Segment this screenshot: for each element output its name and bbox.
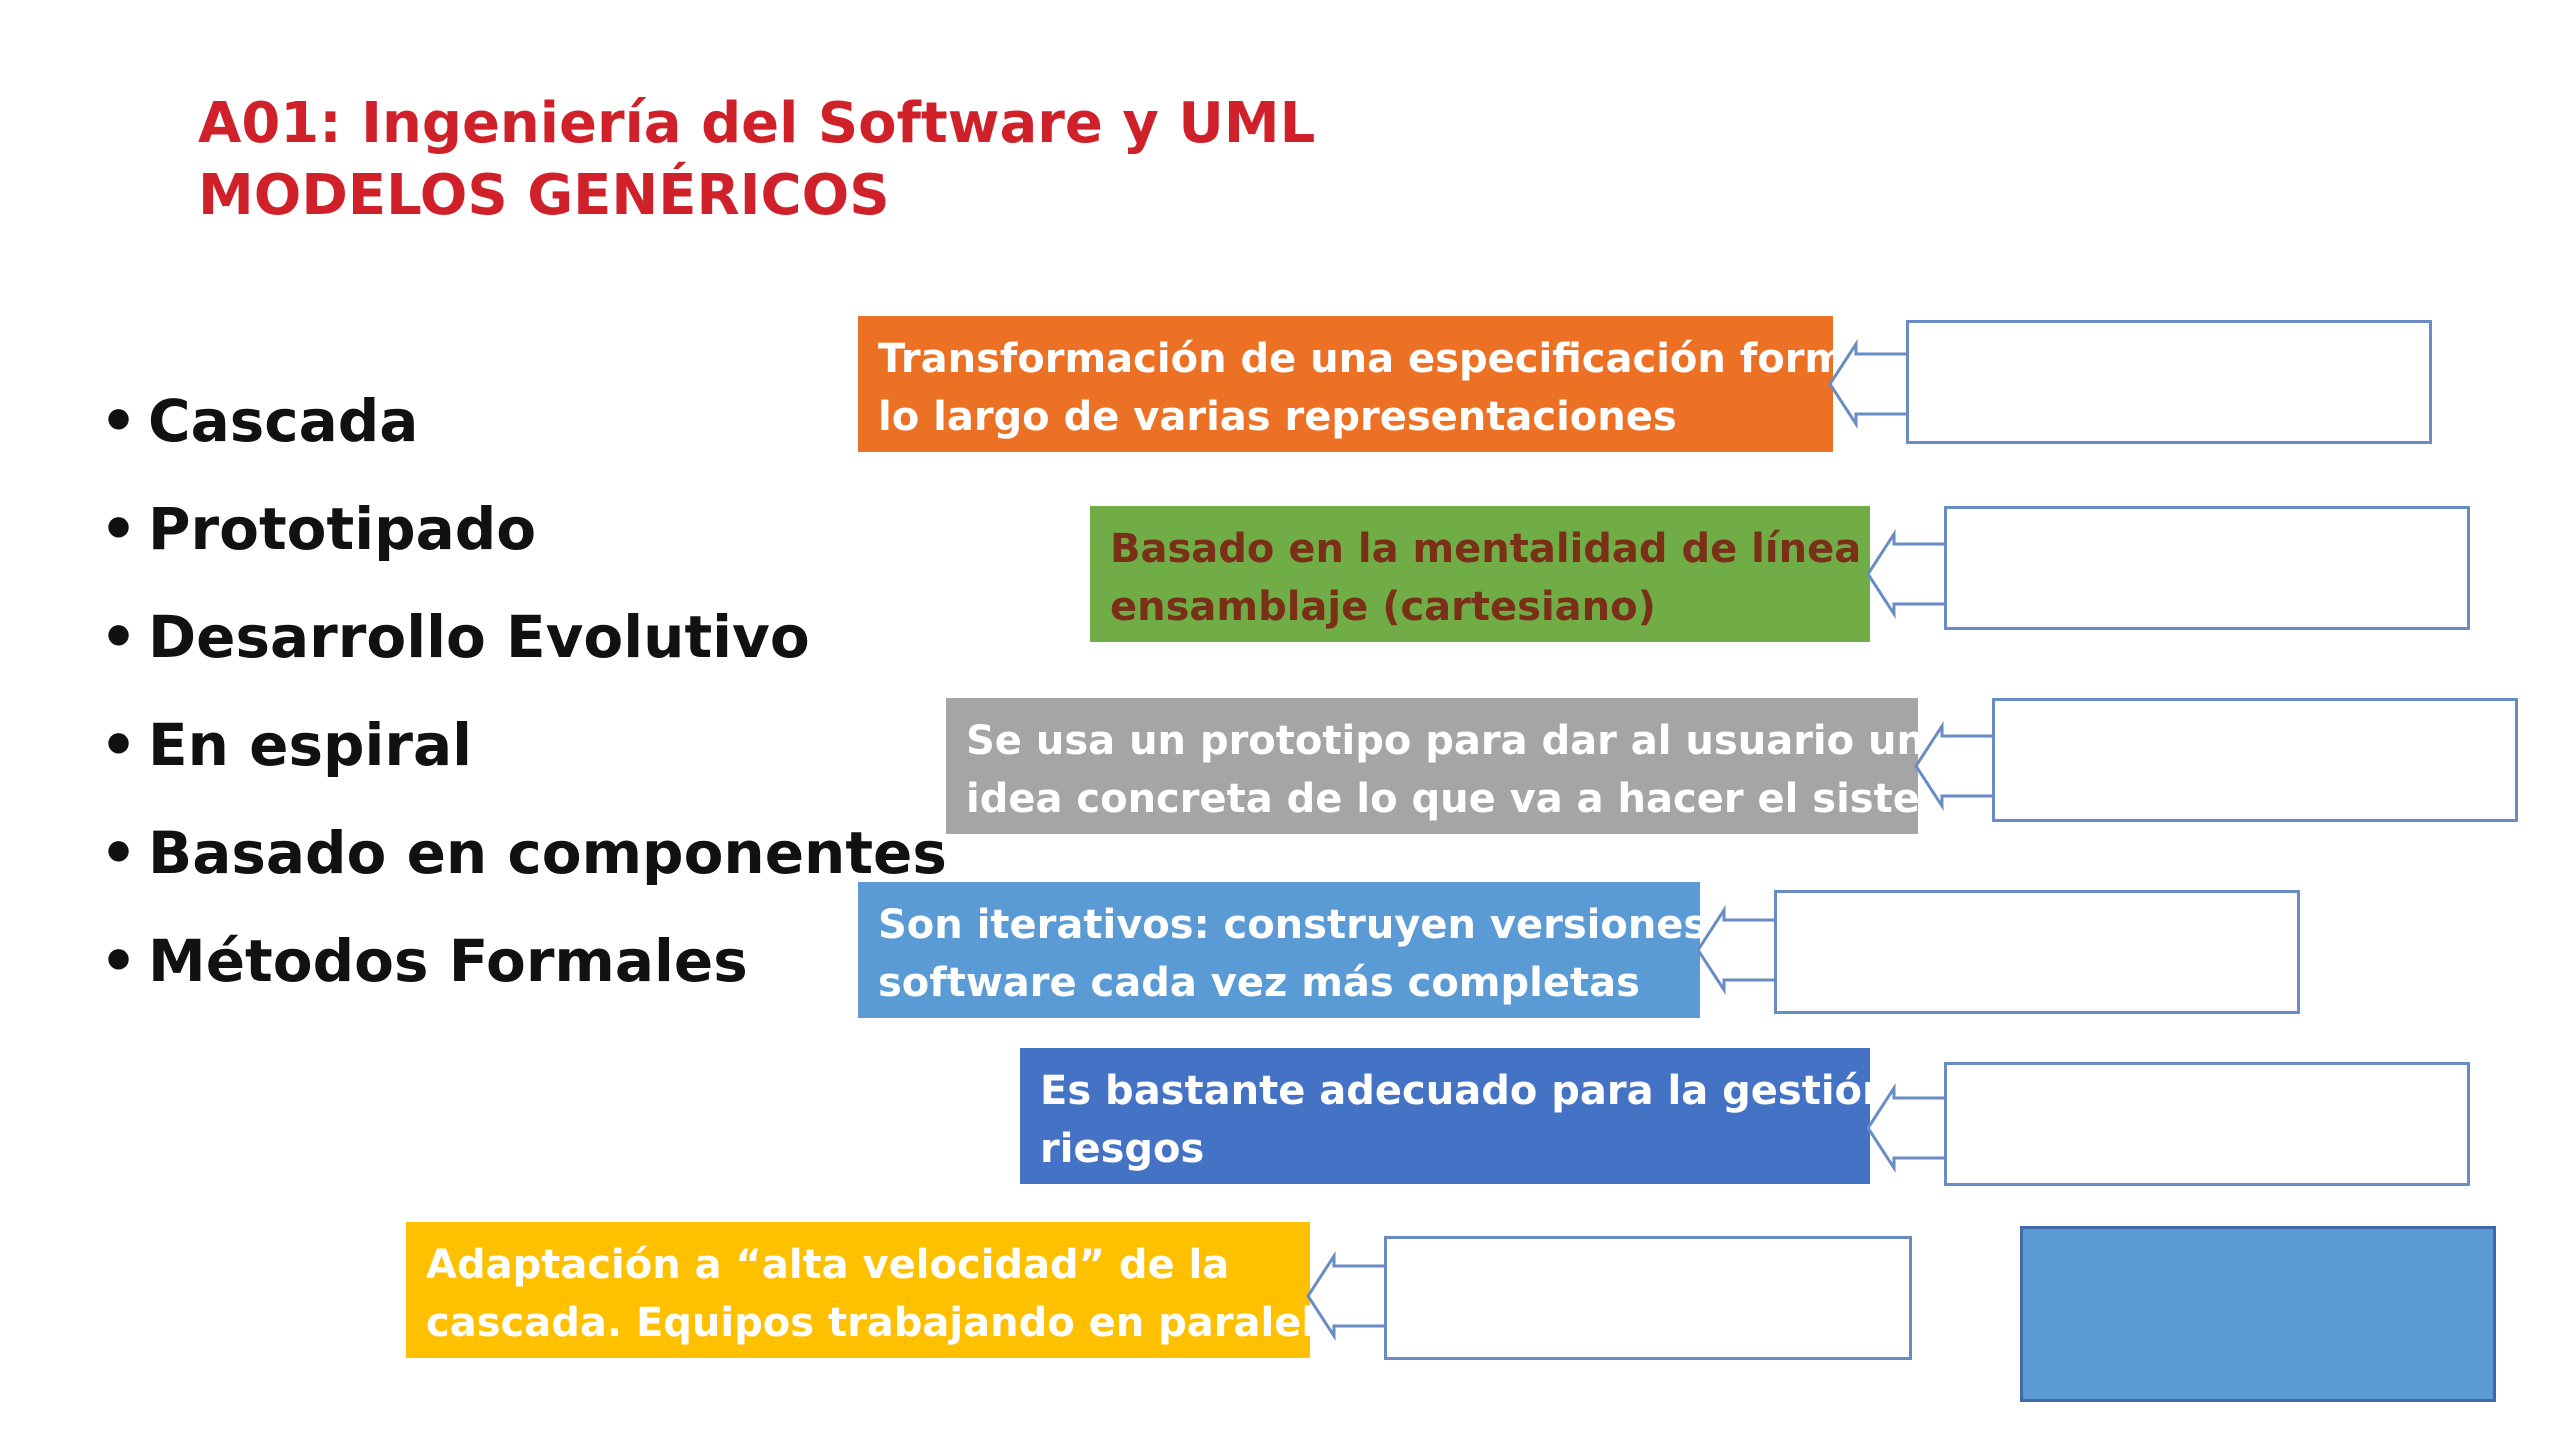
description-line: Se usa un prototipo para dar al usuario … <box>966 718 1918 764</box>
description-line: Son iterativos: construyen versiones de <box>878 902 1700 948</box>
description-box-formal-transformation: Transformación de una especificación for… <box>858 316 1833 452</box>
description-line: cascada. Equipos trabajando en paralelo <box>426 1300 1310 1346</box>
description-line: software cada vez más completas <box>878 960 1640 1006</box>
arrow-left-icon <box>1828 338 1906 430</box>
answer-box-5[interactable] <box>1944 1062 2470 1186</box>
description-box-prototype: Se usa un prototipo para dar al usuario … <box>946 698 1918 834</box>
description-box-risk-management: Es bastante adecuado para la gestión de … <box>1020 1048 1870 1184</box>
model-list: Cascada Prototipado Desarrollo Evolutivo… <box>100 380 947 1028</box>
answer-box-4[interactable] <box>1774 890 2300 1014</box>
description-line: riesgos <box>1040 1126 1205 1172</box>
description-box-assembly-line: Basado en la mentalidad de línea de ensa… <box>1090 506 1870 642</box>
description-box-iterative: Son iterativos: construyen versiones de … <box>858 882 1700 1018</box>
answer-box-3[interactable] <box>1992 698 2518 822</box>
model-item-prototipado: Prototipado <box>100 488 947 570</box>
model-item-desarrollo-evolutivo: Desarrollo Evolutivo <box>100 596 947 678</box>
description-line: idea concreta de lo que va a hacer el si… <box>966 776 1918 822</box>
description-line: ensamblaje (cartesiano) <box>1110 584 1656 630</box>
title-line-1: A01: Ingeniería del Software y UML <box>198 91 1316 156</box>
description-line: Basado en la mentalidad de línea de <box>1110 526 1870 572</box>
description-line: Adaptación a “alta velocidad” de la <box>426 1242 1230 1288</box>
answer-box-1[interactable] <box>1906 320 2432 444</box>
answer-box-6[interactable] <box>1384 1236 1912 1360</box>
description-line: Transformación de una especificación for… <box>878 336 1833 382</box>
arrow-left-icon <box>1696 904 1774 996</box>
description-box-high-speed-waterfall: Adaptación a “alta velocidad” de la casc… <box>406 1222 1310 1358</box>
arrow-left-icon <box>1866 1082 1944 1174</box>
model-item-cascada: Cascada <box>100 380 947 462</box>
description-line: lo largo de varias representaciones <box>878 394 1677 440</box>
description-line: Es bastante adecuado para la gestión de <box>1040 1068 1870 1114</box>
model-item-en-espiral: En espiral <box>100 704 947 786</box>
title-line-2: MODELOS GENÉRICOS <box>198 163 890 228</box>
slide-title: A01: Ingeniería del Software y UML MODEL… <box>198 88 1315 232</box>
arrow-left-icon <box>1914 720 1992 812</box>
model-item-basado-en-componentes: Basado en componentes <box>100 812 947 894</box>
answer-box-2[interactable] <box>1944 506 2470 630</box>
model-item-metodos-formales: Métodos Formales <box>100 920 947 1002</box>
arrow-left-icon <box>1306 1250 1384 1342</box>
arrow-left-icon <box>1866 528 1944 620</box>
blue-rectangle <box>2020 1226 2496 1402</box>
